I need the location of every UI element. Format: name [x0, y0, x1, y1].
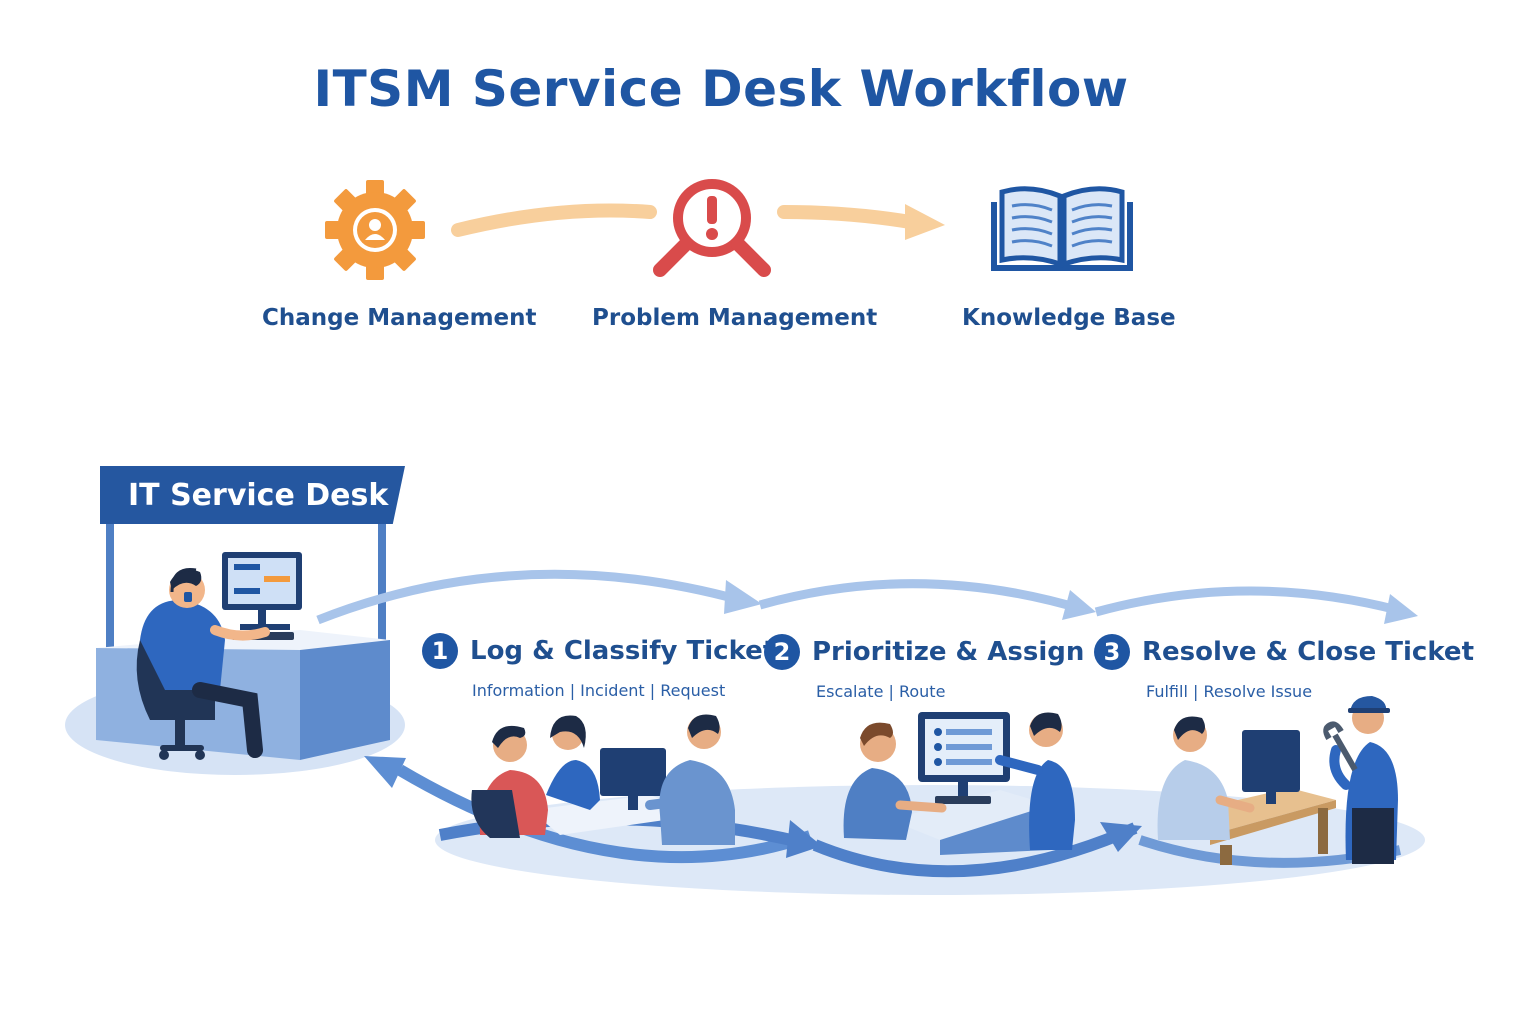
step-label: Resolve & Close Ticket [1142, 637, 1474, 667]
knowledge-base-label: Knowledge Base [962, 305, 1176, 331]
step-subtitle: Information | Incident | Request [472, 681, 726, 700]
step-number: 2 [764, 634, 800, 670]
step-number: 3 [1094, 634, 1130, 670]
problem-management-label: Problem Management [592, 305, 878, 331]
step-resolve-close: 3 Resolve & Close Ticket [1094, 634, 1474, 670]
team-log-classify [471, 714, 735, 845]
gear-icon [325, 180, 425, 280]
step-prioritize-assign: 2 Prioritize & Assign [764, 634, 1084, 670]
step-log-classify: 1 Log & Classify Ticket [422, 633, 775, 669]
problem-search-icon [653, 179, 771, 277]
step-label: Log & Classify Ticket [470, 636, 776, 666]
page-title: ITSM Service Desk Workflow [313, 60, 1129, 118]
step-subtitle: Escalate | Route [816, 682, 946, 701]
step-number: 1 [422, 633, 458, 669]
team-prioritize-assign [843, 712, 1075, 855]
step-label: Prioritize & Assign [812, 637, 1085, 667]
team-resolve-close [1157, 696, 1398, 865]
it-service-desk-banner: IT Service Desk [100, 466, 405, 524]
book-icon [991, 186, 1133, 271]
change-management-label: Change Management [262, 305, 537, 331]
step-subtitle: Fulfill | Resolve Issue [1146, 682, 1313, 701]
